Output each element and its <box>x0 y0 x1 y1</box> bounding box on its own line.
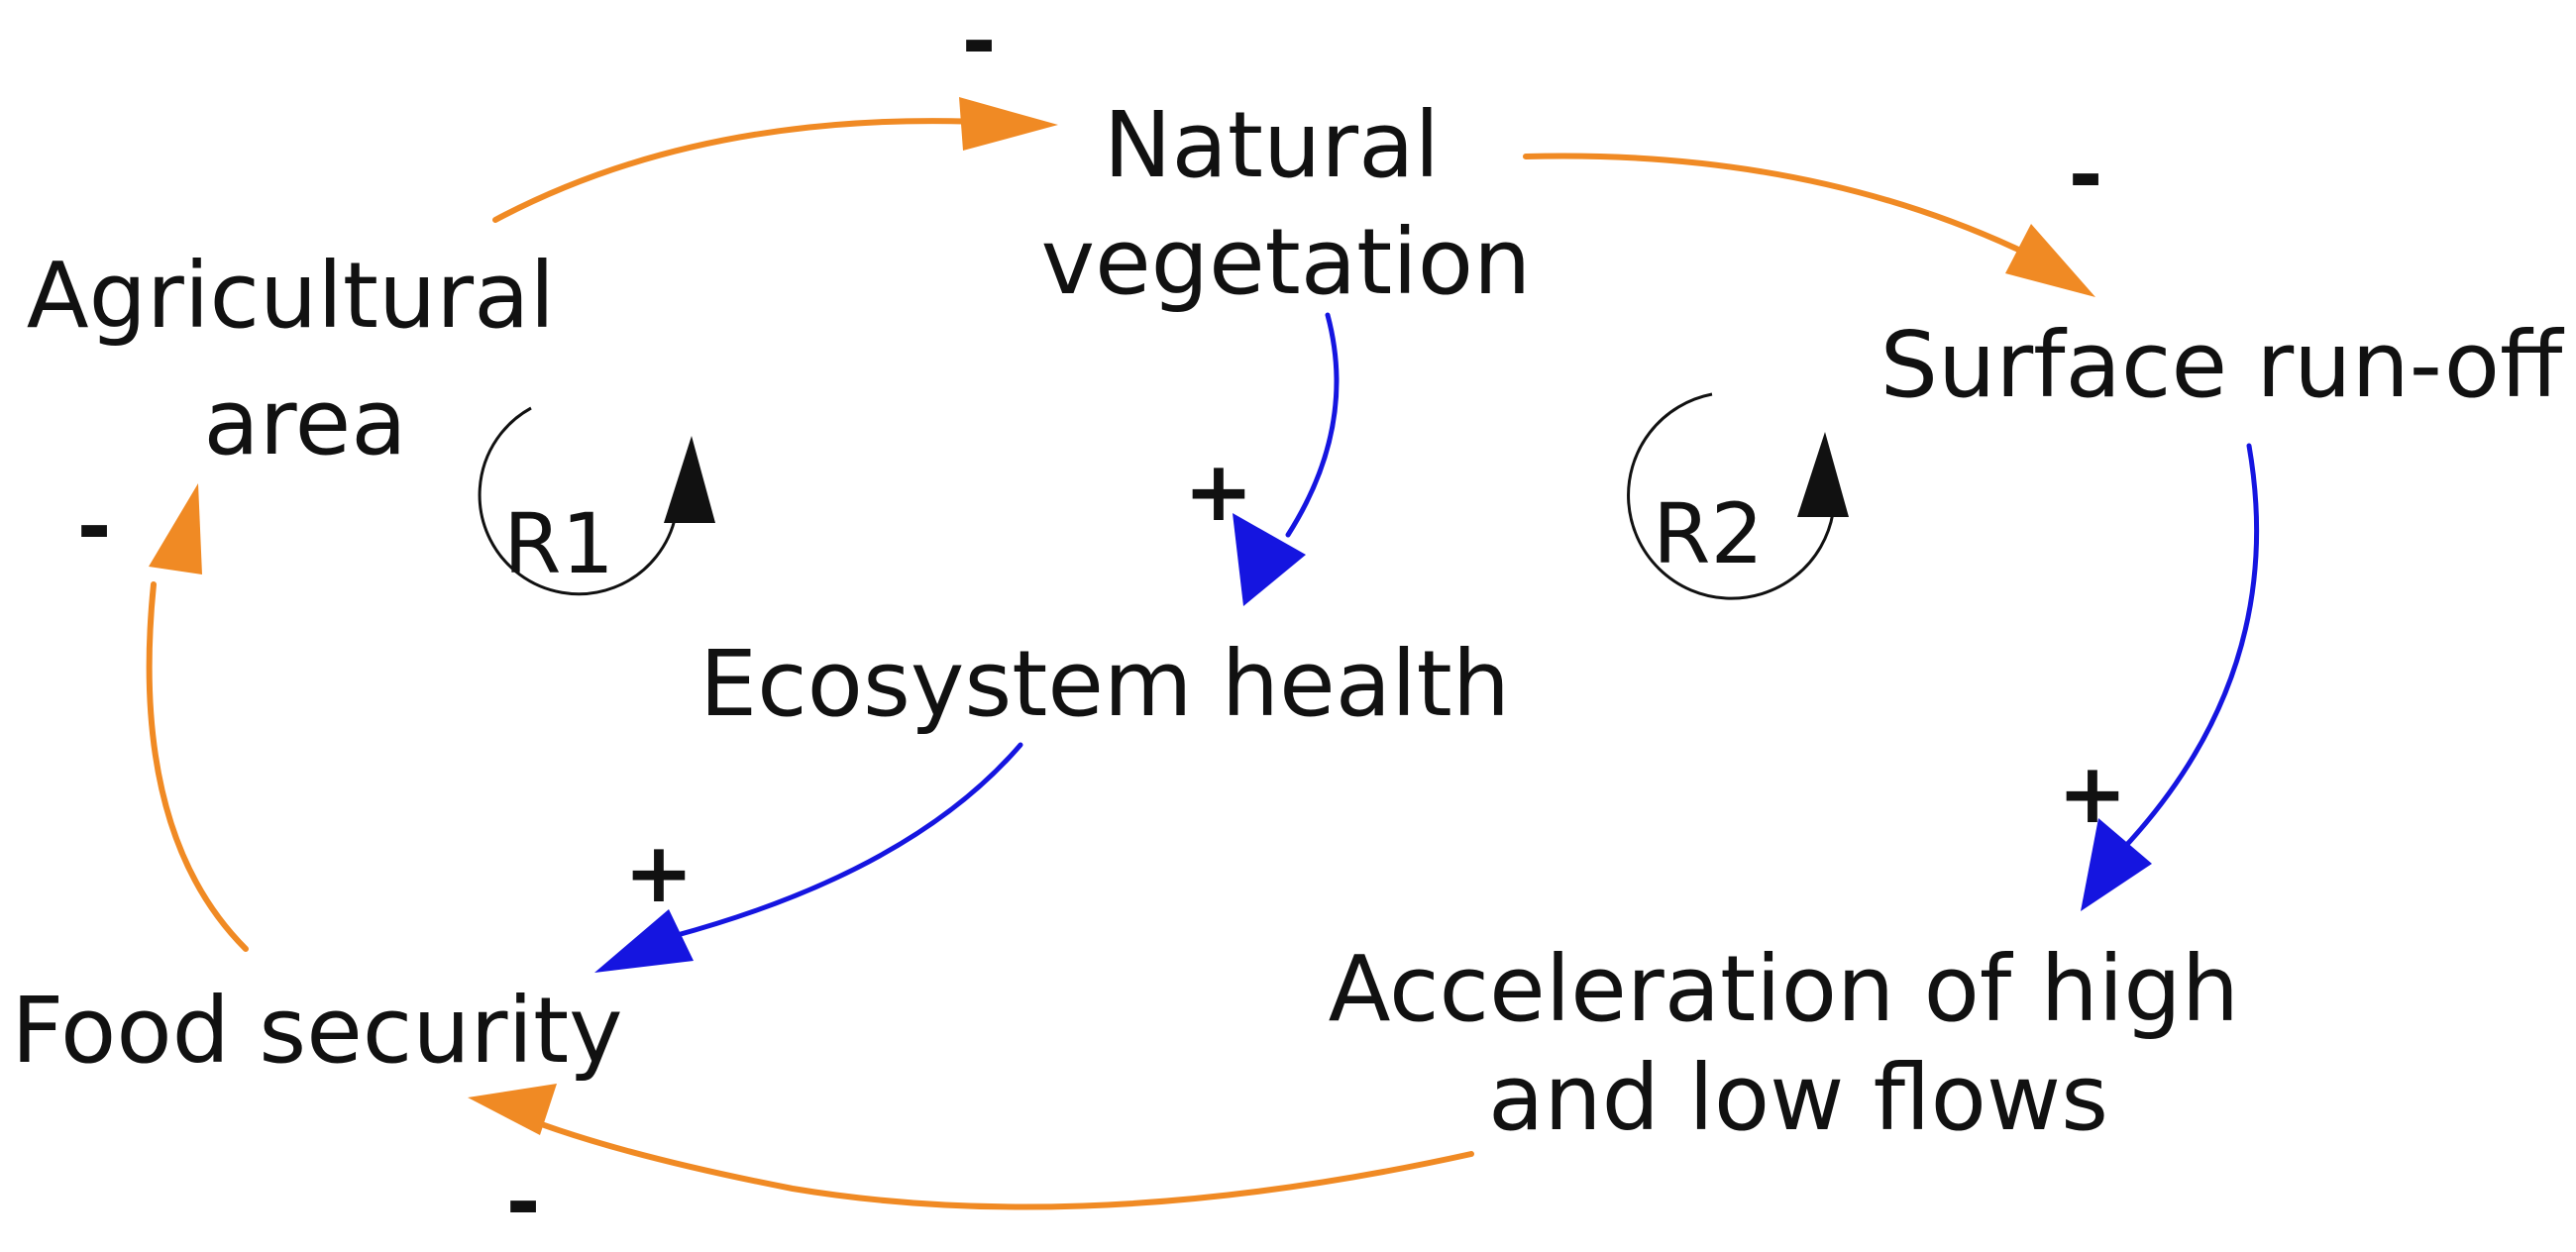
arrowhead-runoff-to-acceleration <box>2081 818 2152 911</box>
arrowhead-agri-to-vegetation <box>959 97 1058 151</box>
node-ecosystem-health: Ecosystem health <box>699 631 1510 737</box>
node-agricultural-area: Agricultural area <box>27 243 585 475</box>
polarity-vegetation-to-runoff: - <box>2069 126 2103 223</box>
node-surface-runoff: Surface run-off <box>1880 312 2565 418</box>
polarity-acceleration-to-food: - <box>506 1153 541 1250</box>
node-natural-vegetation: Natural vegetation <box>1041 92 1532 315</box>
link-ecosystem-to-food <box>671 742 1023 939</box>
loop-r1-circle <box>478 406 678 596</box>
link-acceleration-to-food <box>512 1111 1474 1210</box>
polarity-agri-to-vegetation: - <box>962 0 997 89</box>
polarity-ecosystem-to-food: + <box>624 824 694 921</box>
polarity-signs: - - + + + - - <box>77 0 2128 1250</box>
arrowhead-acceleration-to-food <box>468 1084 557 1135</box>
arrowhead-ecosystem-to-food <box>594 909 694 973</box>
arrowhead-vegetation-to-runoff <box>2005 224 2095 297</box>
link-vegetation-to-runoff <box>1523 153 2054 268</box>
loop-indicators <box>478 392 1849 600</box>
node-acceleration-flows: Acceleration of high and low flows <box>1329 936 2269 1151</box>
loop-r1-label: R1 <box>503 495 614 592</box>
polarity-runoff-to-acceleration: + <box>2058 745 2127 842</box>
link-vegetation-to-ecosystem <box>1285 312 1340 538</box>
links <box>146 97 2260 1210</box>
node-food-security: Food security <box>11 978 622 1084</box>
loop-r2-arrowhead <box>1797 432 1849 517</box>
loop-labels: R1 R2 <box>503 485 1764 592</box>
arrowhead-vegetation-to-ecosystem <box>1233 513 1306 606</box>
arrowhead-food-to-agri <box>149 483 202 574</box>
polarity-vegetation-to-ecosystem: + <box>1184 443 1253 540</box>
polarity-food-to-agri: - <box>77 477 112 574</box>
loop-r1-arrowhead <box>664 436 715 523</box>
loop-r2-label: R2 <box>1653 485 1764 582</box>
link-agri-to-vegetation <box>492 118 1023 223</box>
loop-r2-circle <box>1627 392 1835 600</box>
link-runoff-to-acceleration <box>2117 443 2260 855</box>
node-labels: Agricultural area Natural vegetation Sur… <box>11 92 2565 1151</box>
link-food-to-agri <box>146 581 249 952</box>
